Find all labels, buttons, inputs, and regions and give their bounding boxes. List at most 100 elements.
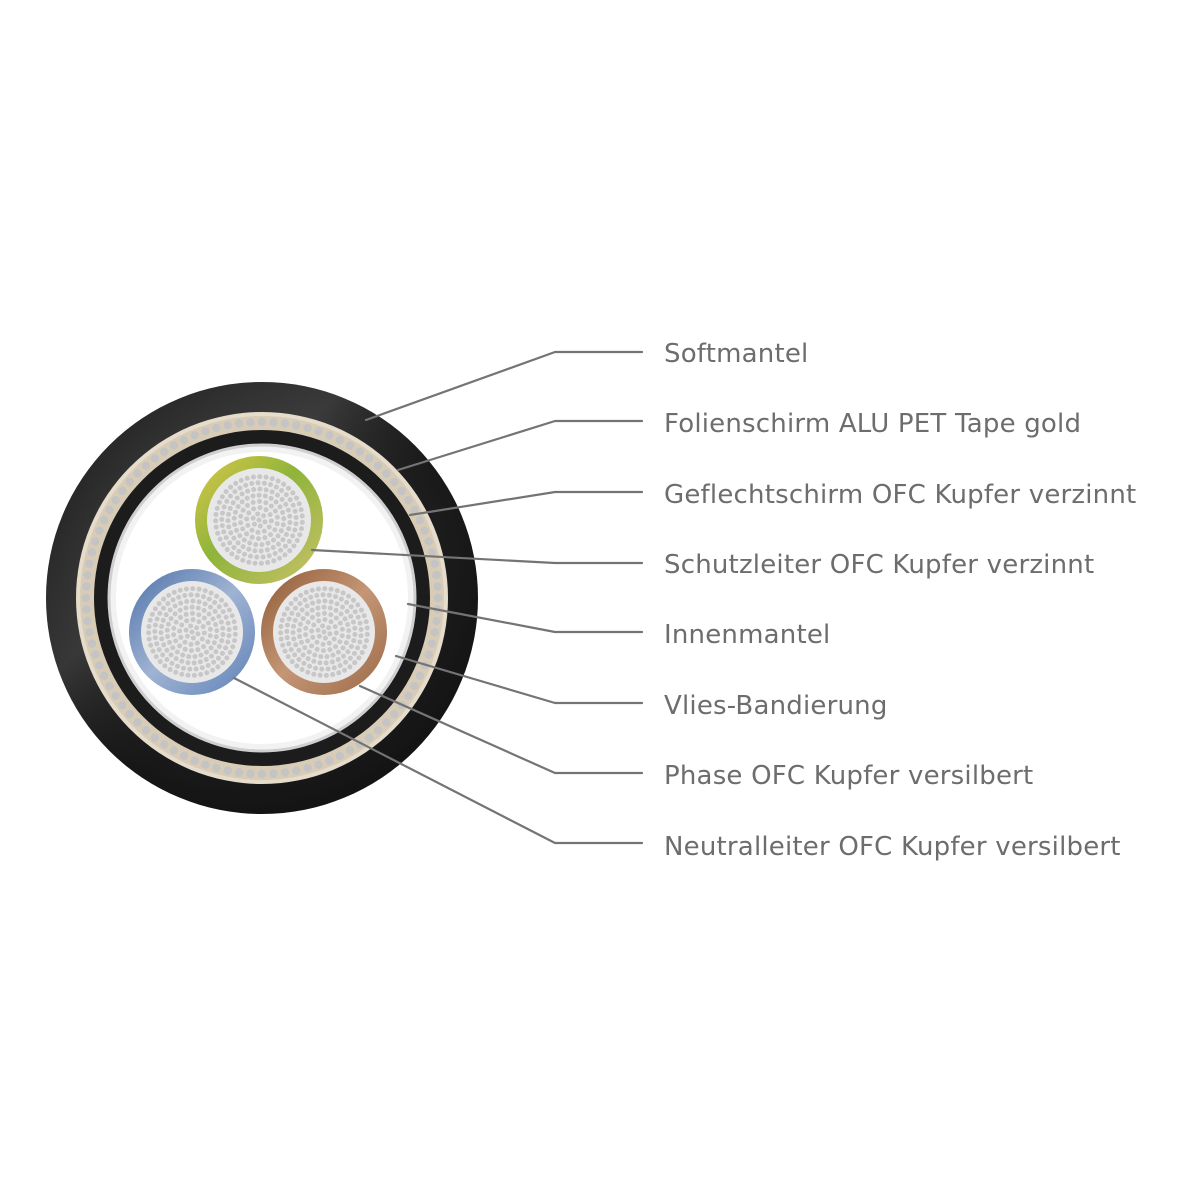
- conductor-strand: [268, 503, 274, 509]
- conductor-strand: [195, 631, 201, 637]
- conductor-strand: [352, 632, 358, 638]
- conductor-strand: [291, 636, 297, 642]
- braid-dot: [99, 515, 109, 525]
- conductor-strand: [296, 657, 302, 662]
- braid-dot: [397, 486, 406, 496]
- conductor-strand: [297, 532, 303, 538]
- conductor-strand: [362, 644, 368, 650]
- conductor-strand: [201, 630, 207, 636]
- conductor-strand: [345, 634, 351, 640]
- conductor-strand: [157, 659, 163, 665]
- label-neutralleiter: Neutralleiter OFC Kupfer versilbert: [664, 832, 1121, 862]
- conductor-strand: [227, 540, 233, 546]
- conductor-strand: [280, 642, 286, 648]
- conductor-strand: [268, 532, 274, 538]
- conductor-strand: [172, 611, 178, 617]
- conductor-strand: [344, 608, 350, 614]
- conductor-strand: [326, 625, 332, 631]
- conductor-strand: [269, 489, 275, 495]
- conductor-strand: [226, 524, 232, 530]
- conductor-strand: [284, 606, 290, 612]
- conductor-strand: [154, 641, 160, 647]
- label-folienschirm: Folienschirm ALU PET Tape gold: [664, 409, 1081, 439]
- conductor-strand: [314, 593, 320, 599]
- braid-dot: [105, 505, 114, 515]
- conductor-strand: [302, 645, 308, 651]
- conductor-strand: [281, 516, 287, 522]
- conductor-strand: [325, 666, 331, 672]
- conductor-strand: [164, 627, 170, 633]
- conductor-strand: [232, 625, 238, 631]
- braid-dot: [87, 639, 97, 648]
- braid-dot: [410, 681, 419, 691]
- conductor-strand: [261, 528, 267, 534]
- conductor-strand: [181, 665, 187, 671]
- conductor-strand: [287, 548, 293, 554]
- conductor-strand: [355, 602, 361, 608]
- conductor-strand: [278, 547, 284, 553]
- conductor-strand: [283, 501, 289, 507]
- conductor-strand: [177, 607, 183, 613]
- braid-dot: [335, 751, 345, 761]
- conductor-strand: [277, 504, 283, 510]
- conductor-strand: [279, 617, 285, 623]
- braid-dot: [125, 709, 134, 719]
- braid-dot: [314, 760, 323, 769]
- conductor-strand: [286, 485, 292, 491]
- conductor-strand: [333, 644, 339, 650]
- conductor-strand: [364, 625, 370, 631]
- conductor-strand: [351, 597, 357, 603]
- ground-conductor-strands: [213, 474, 305, 566]
- conductor-strand: [282, 648, 288, 654]
- conductor-strand: [177, 614, 183, 620]
- conductor-strand: [219, 510, 225, 516]
- conductor-strand: [286, 538, 292, 544]
- conductor-strand: [183, 627, 189, 633]
- conductor-strand: [310, 600, 316, 606]
- conductor-strand: [327, 631, 333, 637]
- conductor-strand: [156, 601, 162, 607]
- braid-dot: [111, 691, 120, 700]
- conductor-strand: [184, 598, 190, 604]
- conductor-strand: [274, 492, 280, 498]
- conductor-strand: [347, 664, 353, 670]
- braid-dot: [82, 605, 91, 614]
- conductor-strand: [285, 654, 291, 660]
- conductor-strand: [304, 603, 310, 609]
- conductor-strand: [251, 506, 257, 512]
- conductor-strand: [331, 636, 337, 642]
- conductor-strand: [292, 652, 298, 658]
- conductor-strand: [210, 667, 216, 673]
- braid-dot: [190, 756, 199, 765]
- conductor-strand: [317, 672, 323, 678]
- braid-dot: [280, 768, 290, 777]
- conductor-strand: [230, 500, 236, 506]
- conductor-strand: [277, 555, 283, 561]
- conductor-strand: [263, 500, 269, 506]
- conductor-strand: [316, 598, 322, 604]
- braid-dot: [105, 681, 114, 691]
- conductor-strand: [309, 628, 315, 634]
- braid-dot: [257, 417, 267, 427]
- conductor-strand: [296, 647, 302, 653]
- conductor-strand: [271, 558, 277, 564]
- conductor-strand: [220, 609, 226, 615]
- conductor-strand: [265, 560, 271, 566]
- conductor-strand: [196, 612, 202, 618]
- conductor-strand: [227, 650, 233, 656]
- conductor-strand: [340, 653, 346, 659]
- conductor-strand: [284, 628, 290, 634]
- conductor-strand: [164, 657, 170, 662]
- conductor-strand: [244, 502, 250, 508]
- braid-dot: [118, 700, 127, 710]
- conductor-strand: [307, 663, 313, 669]
- conductor-strand: [339, 633, 345, 639]
- conductor-strand: [171, 589, 177, 595]
- conductor-strand: [352, 660, 358, 666]
- conductor-strand: [188, 623, 194, 629]
- conductor-strand: [321, 629, 327, 635]
- braid-dot: [373, 461, 383, 470]
- conductor-strand: [231, 535, 237, 541]
- braid-dot: [169, 441, 179, 450]
